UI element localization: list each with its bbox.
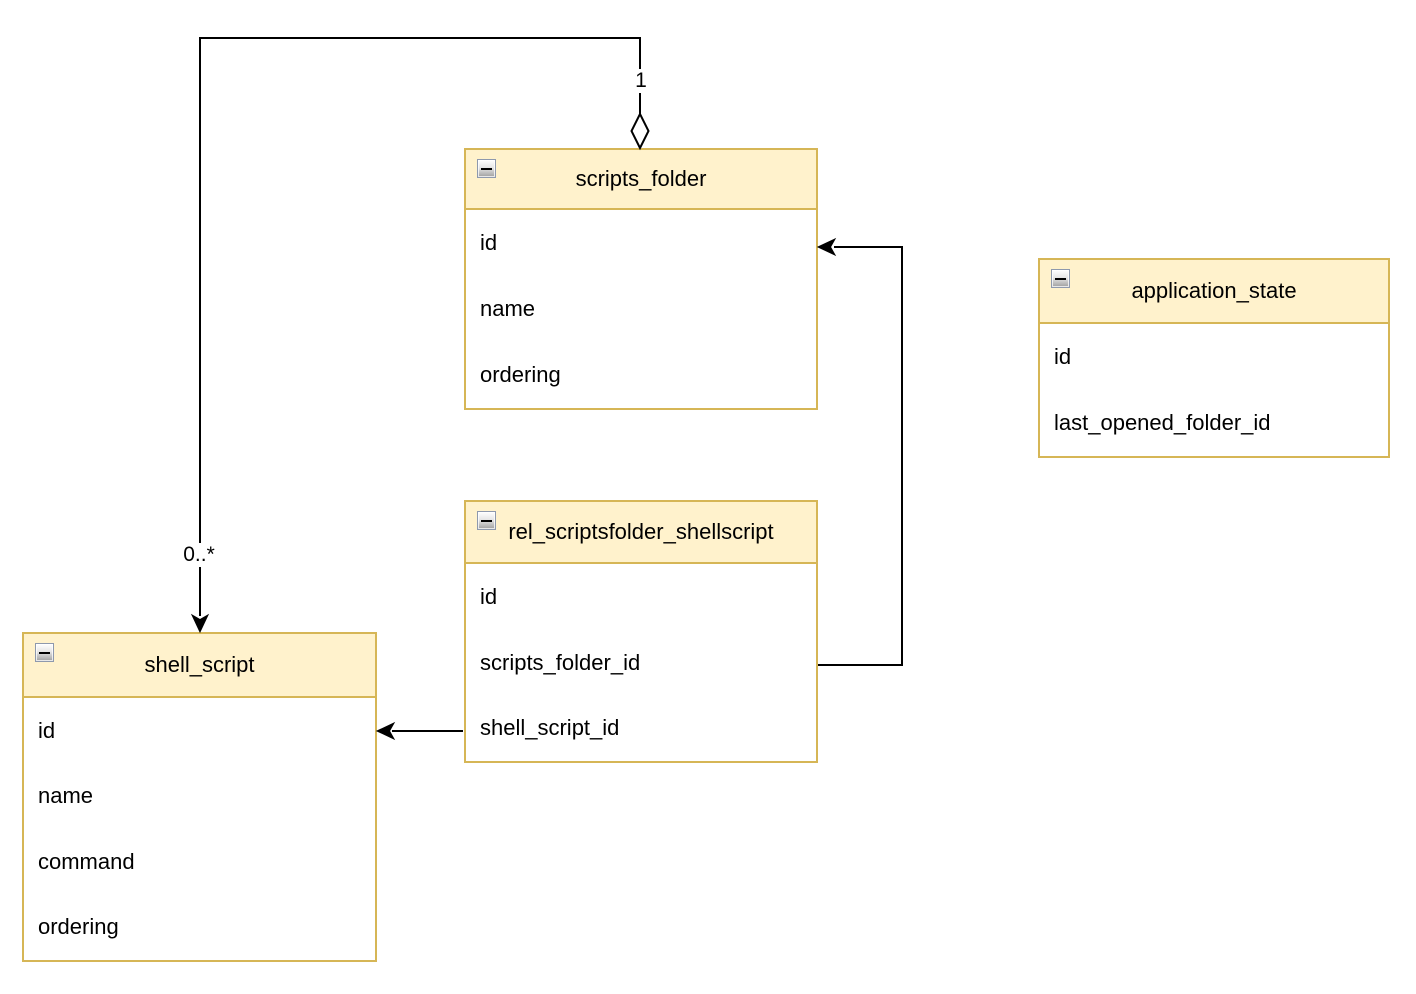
cardinality-label-one[interactable]: 1 [632,69,650,93]
field-label: id [480,230,498,255]
minus-glyph [481,519,492,522]
minus-glyph [1055,277,1066,280]
field-row[interactable]: ordering [466,342,816,408]
connector-rel-to-scriptsfolder[interactable] [816,237,903,666]
solid-arrow-marker [190,613,210,634]
entity-table-application-state[interactable]: application_state id last_opened_folder_… [1038,258,1390,458]
table-header: scripts_folder [466,150,816,210]
collapse-minus-icon[interactable] [1051,269,1070,288]
entity-table-shell-script[interactable]: shell_script id name command ordering [22,632,377,962]
solid-arrow-marker [375,721,396,741]
table-body: id name command ordering [24,698,375,960]
table-body: id scripts_folder_id shell_script_id [466,564,816,761]
field-row[interactable]: id [24,698,375,764]
cardinality-label-zero-many[interactable]: 0..* [180,543,218,567]
field-row[interactable]: name [466,276,816,342]
field-label: name [38,783,94,809]
field-row[interactable]: scripts_folder_id [466,630,816,696]
hollow-diamond-marker [630,111,650,151]
field-row[interactable]: command [24,829,375,895]
field-label: scripts_folder_id [480,649,641,675]
field-label: last_opened_folder_id [1054,410,1271,435]
field-row[interactable]: id [1040,324,1388,390]
field-label: command [38,848,135,874]
field-label: id [480,583,498,609]
entity-table-scripts-folder[interactable]: scripts_folder id name ordering [464,148,818,410]
table-header: shell_script [24,634,375,698]
minus-glyph [481,167,492,170]
table-body: id name ordering [466,210,816,408]
table-title: scripts_folder [575,166,707,191]
field-label: ordering [480,362,561,387]
table-title: shell_script [144,652,255,677]
collapse-minus-icon[interactable] [35,643,54,662]
field-label: id [1054,344,1072,369]
field-label: id [38,717,56,743]
field-label: ordering [38,914,119,940]
field-row[interactable]: id [466,210,816,276]
minus-glyph [39,651,50,654]
table-title: application_state [1131,278,1297,303]
field-label: shell_script_id [480,715,620,741]
field-row[interactable]: ordering [24,895,375,961]
field-row[interactable]: name [24,764,375,830]
connector-rel-to-shellscript[interactable] [375,721,463,741]
field-label: name [480,296,536,321]
table-title: rel_scriptsfolder_shellscript [508,519,774,544]
table-header: rel_scriptsfolder_shellscript [466,502,816,564]
collapse-minus-icon[interactable] [477,511,496,530]
solid-arrow-marker [816,237,837,257]
collapse-minus-icon[interactable] [477,159,496,178]
entity-table-rel-scriptsfolder-shellscript[interactable]: rel_scriptsfolder_shellscript id scripts… [464,500,818,763]
field-row[interactable]: id [466,564,816,630]
table-body: id last_opened_folder_id [1040,324,1388,456]
field-row[interactable]: last_opened_folder_id [1040,390,1388,456]
table-header: application_state [1040,260,1388,324]
field-row[interactable]: shell_script_id [466,695,816,761]
